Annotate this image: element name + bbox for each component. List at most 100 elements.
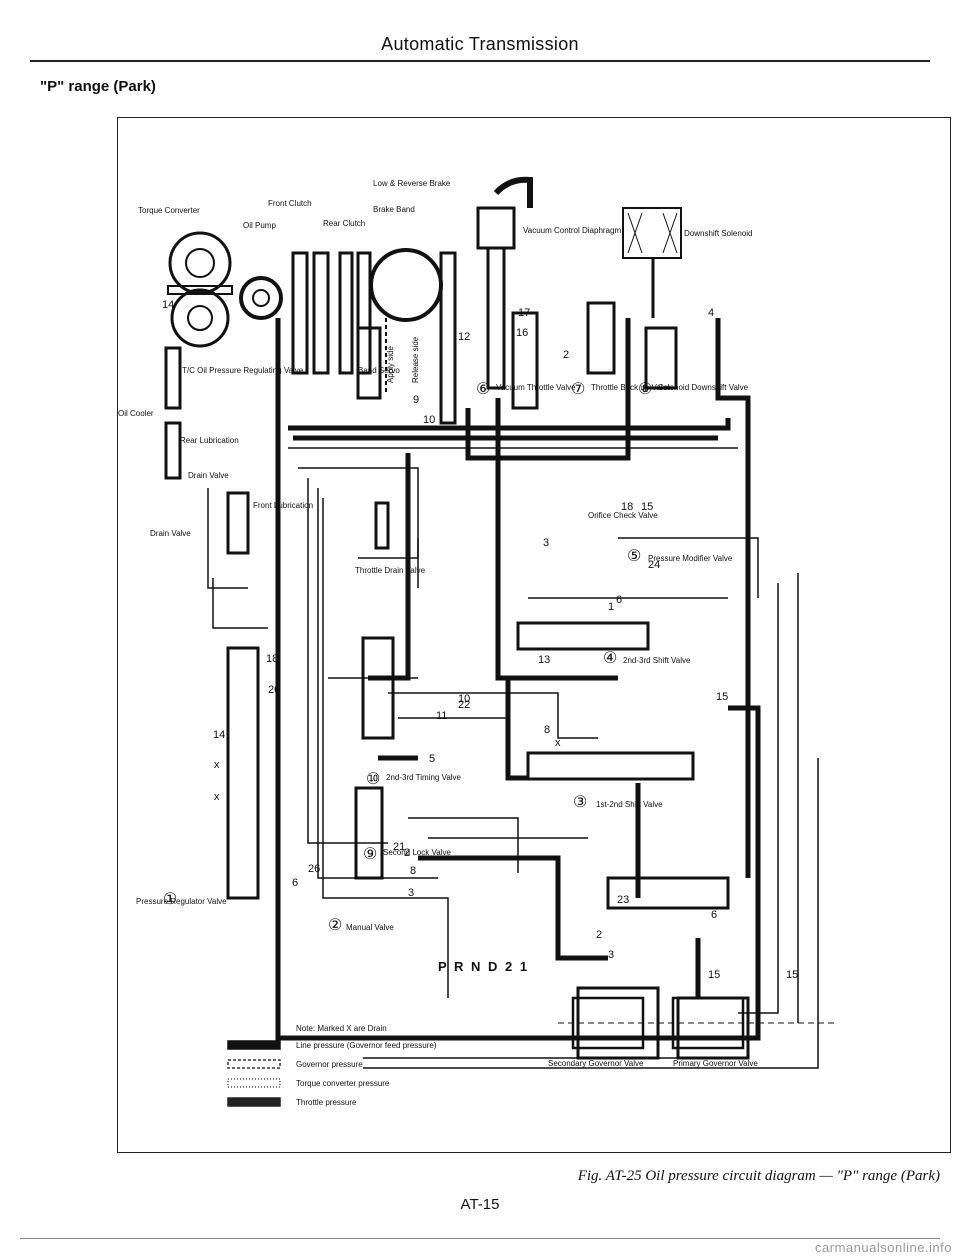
oil-passages xyxy=(275,318,761,1041)
passage-number: 12 xyxy=(458,331,470,343)
passage-number: 15 xyxy=(641,501,653,513)
passage-number: 2 xyxy=(563,349,569,361)
marker-5: ⑤ xyxy=(627,548,641,565)
label-front-clutch: Front Clutch xyxy=(268,199,312,208)
header-rule xyxy=(30,60,930,62)
label-vacuum-control: Vacuum Control Diaphragm xyxy=(523,226,621,235)
passage-number: 8 xyxy=(544,724,550,736)
passage-number: 3 xyxy=(543,537,549,549)
label-front-lubrication: Front Lubrication xyxy=(253,501,313,510)
label-secondary-governor: Secondary Governor Valve xyxy=(548,1059,644,1068)
label-downshift-solenoid: Downshift Solenoid xyxy=(684,229,752,238)
passage-number: 15 xyxy=(786,969,798,981)
front-clutch-shape xyxy=(291,251,330,375)
label-solenoid-downshift: Solenoid Downshift Valve xyxy=(658,383,749,392)
marker-9: ⑨ xyxy=(363,846,377,863)
passage-number: 11 xyxy=(436,710,447,722)
label-2nd-3rd-shift: 2nd-3rd Shift Valve xyxy=(623,656,691,665)
marker-7: ⑦ xyxy=(571,381,585,398)
figure-caption: Fig. AT-25 Oil pressure circuit diagram … xyxy=(577,1168,940,1184)
valve-bodies xyxy=(164,301,750,1060)
legend-swatch xyxy=(227,1097,281,1107)
marker-3: ③ xyxy=(573,794,587,811)
label-primary-governor: Primary Governor Valve xyxy=(673,1059,758,1068)
label-range-letters: P R N D 2 1 xyxy=(438,959,529,974)
legend-swatch xyxy=(227,1059,281,1069)
passage-number: 21 xyxy=(393,841,405,853)
passage-number: 15 xyxy=(708,969,720,981)
label-release-side: Release side xyxy=(411,336,420,383)
label-pressure-regulator: Pressure Regulator Valve xyxy=(136,897,227,906)
passage-number: 20 xyxy=(268,684,280,696)
watermark: carmanualsonline.info xyxy=(815,1240,952,1255)
passage-number: 9 xyxy=(413,394,419,406)
marker-2: ② xyxy=(328,917,342,934)
passage-number: 18 xyxy=(621,501,633,513)
passage-number: 14 xyxy=(162,299,174,311)
passage-number: 24 xyxy=(648,559,660,571)
passage-number: 2 xyxy=(596,929,602,941)
label-throttle-back-up: Throttle Back up Valve xyxy=(591,383,671,392)
label-vacuum-throttle: Vacuum Throttle Valve xyxy=(496,383,576,392)
passage-number: 10 xyxy=(458,693,470,705)
label-rear-lubrication: Rear Lubrication xyxy=(180,436,239,445)
label-low-reverse-brake: Low & Reverse Brake xyxy=(373,179,451,188)
downshift-solenoid-shape xyxy=(622,207,682,318)
low-reverse-brake-shape xyxy=(439,251,457,425)
label-second-lock: Second Lock Valve xyxy=(383,848,451,857)
label-throttle-drain: Throttle Drain Valve xyxy=(355,566,426,575)
brake-band-drum xyxy=(369,248,443,322)
footer-rule xyxy=(20,1238,940,1239)
label-band-servo: Band Servo xyxy=(358,366,400,375)
thin-passages xyxy=(207,447,819,1069)
marker-1: ① xyxy=(163,891,177,908)
passage-number: 16 xyxy=(516,327,528,339)
passage-number: 3 xyxy=(608,949,614,961)
legend-label: Torque converter pressure xyxy=(296,1079,390,1088)
label-orifice-check: Orifice Check Valve xyxy=(588,511,658,520)
marker-4: ④ xyxy=(603,650,617,667)
label-oil-cooler: Oil Cooler xyxy=(118,409,154,418)
legend: Note: Marked X are Drain Line pressure (… xyxy=(227,1024,437,1107)
marker-10: ⑩ xyxy=(366,771,380,788)
passage-number: 14 xyxy=(213,729,225,741)
passage-number: 22 xyxy=(458,699,470,711)
label-manual-valve: Manual Valve xyxy=(346,923,394,932)
passage-number: 23 xyxy=(617,894,629,906)
torque-converter-shape xyxy=(167,231,233,348)
passage-number: 8 xyxy=(410,865,416,877)
passage-number: 18 xyxy=(266,653,278,665)
passage-number: 15 xyxy=(716,691,728,703)
diagram-frame: Torque Converter Oil Pump Front Clutch R… xyxy=(117,117,951,1153)
label-torque-converter: Torque Converter xyxy=(138,206,200,215)
legend-swatch xyxy=(227,1078,281,1088)
passage-number: 6 xyxy=(616,594,622,606)
oil-pump-shape xyxy=(239,276,283,320)
passage-number: 3 xyxy=(408,887,414,899)
legend-swatch xyxy=(227,1040,281,1050)
page-header: Automatic Transmission xyxy=(381,34,579,54)
label-brake-band: Brake Band xyxy=(373,205,415,214)
rear-clutch-shape xyxy=(338,251,372,375)
governor-valves xyxy=(558,996,838,1050)
label-rear-clutch: Rear Clutch xyxy=(323,219,365,228)
passage-number: 13 xyxy=(538,654,550,666)
legend-label: Governor pressure xyxy=(296,1060,363,1069)
band-servo-shape xyxy=(356,326,382,400)
oil-circuit-diagram: Torque Converter Oil Pump Front Clutch R… xyxy=(118,176,838,1107)
passage-number: 6 xyxy=(292,877,298,889)
label-pressure-modifier: Pressure Modifier Valve xyxy=(648,554,733,563)
passage-number: 5 xyxy=(429,753,435,765)
passage-number: 26 xyxy=(308,863,320,875)
passage-number: x xyxy=(555,737,561,749)
legend-label: Throttle pressure xyxy=(296,1098,357,1107)
label-2nd-3rd-timing: 2nd-3rd Timing Valve xyxy=(386,773,462,782)
passage-number: 10 xyxy=(423,414,435,426)
marker-6: ⑥ xyxy=(476,381,490,398)
passage-number: 1 xyxy=(608,601,614,613)
passage-number: 6 xyxy=(711,909,717,921)
passage-number: 2 xyxy=(404,847,410,859)
label-tc-oil-pressure: T/C Oil Pressure Regulating Valve xyxy=(182,366,304,375)
vacuum-control-shape xyxy=(476,176,533,390)
